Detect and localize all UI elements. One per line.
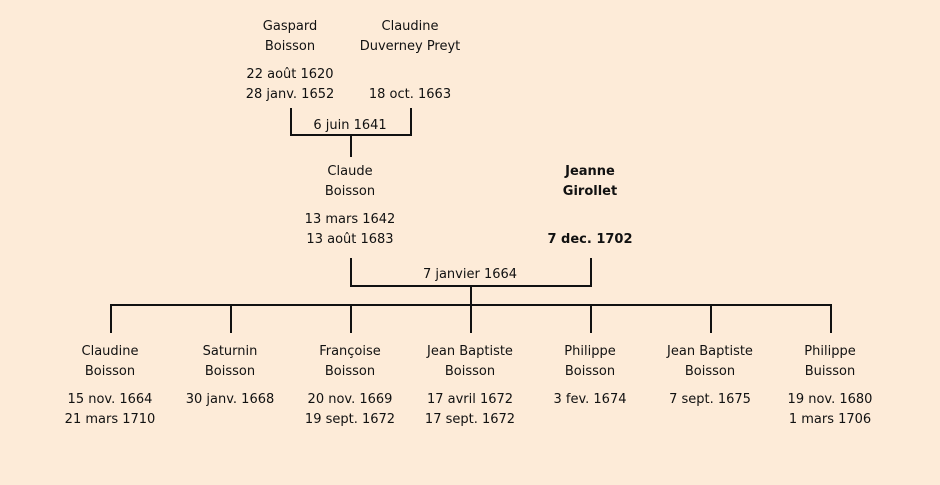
first-name: Philippe bbox=[804, 344, 856, 359]
marriage-bracket-left bbox=[350, 258, 352, 287]
person-claude-boisson[interactable]: Claude Boisson 13 mars 1642 13 août 1683 bbox=[280, 162, 420, 250]
birth-date: 3 fev. 1674 bbox=[553, 392, 627, 407]
last-name: Boisson bbox=[684, 364, 736, 379]
child-drop-line bbox=[590, 304, 592, 333]
marriage-bracket-right bbox=[410, 108, 412, 136]
death-date: 21 mars 1710 bbox=[64, 412, 156, 427]
person-child[interactable]: Philippe Buisson 19 nov. 1680 1 mars 170… bbox=[760, 342, 900, 430]
birth-date: 30 janv. 1668 bbox=[185, 392, 275, 407]
last-name: Boisson bbox=[84, 364, 136, 379]
death-date: 17 sept. 1672 bbox=[424, 412, 516, 427]
first-name: Claude bbox=[327, 164, 373, 179]
person-jeanne-girollet[interactable]: Jeanne Girollet 7 dec. 1702 bbox=[520, 162, 660, 250]
death-date: 7 dec. 1702 bbox=[547, 232, 633, 247]
person-child[interactable]: Philippe Boisson 3 fev. 1674 bbox=[520, 342, 660, 430]
child-drop-line bbox=[830, 304, 832, 333]
last-name: Boisson bbox=[324, 184, 376, 199]
last-name: Buisson bbox=[804, 364, 856, 379]
death-date: 19 sept. 1672 bbox=[304, 412, 396, 427]
descent-line-claude bbox=[350, 136, 352, 157]
person-claudine-duverney-preyt[interactable]: Claudine Duverney Preyt 18 oct. 1663 bbox=[340, 17, 480, 105]
person-child[interactable]: Saturnin Boisson 30 janv. 1668 bbox=[160, 342, 300, 430]
first-name: Philippe bbox=[564, 344, 616, 359]
first-name: Claudine bbox=[381, 19, 439, 34]
first-name: Jean Baptiste bbox=[427, 344, 513, 359]
marriage-bracket-left bbox=[290, 108, 292, 136]
marriage-bracket-bottom bbox=[350, 285, 592, 287]
last-name: Boisson bbox=[204, 364, 256, 379]
person-child[interactable]: Jean Baptiste Boisson 17 avril 1672 17 s… bbox=[400, 342, 540, 430]
child-drop-line bbox=[710, 304, 712, 333]
death-date: 13 août 1683 bbox=[306, 232, 394, 247]
marriage-bracket-bottom bbox=[290, 134, 412, 136]
first-name: Claudine bbox=[81, 344, 139, 359]
birth-date: 20 nov. 1669 bbox=[307, 392, 393, 407]
person-gaspard-boisson[interactable]: Gaspard Boisson 22 août 1620 28 janv. 16… bbox=[220, 17, 360, 105]
last-name: Boisson bbox=[264, 39, 316, 54]
marriage-date-gaspard-claudine: 6 juin 1641 bbox=[313, 118, 387, 133]
person-child[interactable]: Claudine Boisson 15 nov. 1664 21 mars 17… bbox=[40, 342, 180, 430]
child-drop-line bbox=[110, 304, 112, 333]
person-child[interactable]: Jean Baptiste Boisson 7 sept. 1675 bbox=[640, 342, 780, 430]
first-name: Jean Baptiste bbox=[667, 344, 753, 359]
death-date: 18 oct. 1663 bbox=[368, 87, 452, 102]
birth-date bbox=[520, 210, 660, 230]
child-drop-line bbox=[470, 304, 472, 333]
birth-date: 7 sept. 1675 bbox=[669, 392, 751, 407]
last-name: Boisson bbox=[324, 364, 376, 379]
death-date bbox=[640, 410, 780, 430]
person-child[interactable]: Françoise Boisson 20 nov. 1669 19 sept. … bbox=[280, 342, 420, 430]
first-name: Gaspard bbox=[262, 19, 318, 34]
child-drop-line bbox=[230, 304, 232, 333]
first-name: Françoise bbox=[319, 344, 381, 359]
death-date bbox=[160, 410, 300, 430]
first-name: Jeanne bbox=[565, 164, 615, 179]
birth-date: 22 août 1620 bbox=[246, 67, 334, 82]
birth-date: 19 nov. 1680 bbox=[787, 392, 873, 407]
birth-date: 13 mars 1642 bbox=[304, 212, 396, 227]
death-date bbox=[520, 410, 660, 430]
child-drop-line bbox=[350, 304, 352, 333]
marriage-bracket-right bbox=[590, 258, 592, 287]
first-name: Saturnin bbox=[202, 344, 258, 359]
death-date: 28 janv. 1652 bbox=[245, 87, 335, 102]
last-name: Duverney Preyt bbox=[359, 39, 461, 54]
last-name: Boisson bbox=[444, 364, 496, 379]
birth-date: 17 avril 1672 bbox=[426, 392, 514, 407]
last-name: Girollet bbox=[562, 184, 618, 199]
birth-date bbox=[340, 65, 480, 85]
descent-line-children bbox=[470, 287, 472, 306]
death-date: 1 mars 1706 bbox=[788, 412, 872, 427]
marriage-date-claude-jeanne: 7 janvier 1664 bbox=[422, 267, 518, 282]
birth-date: 15 nov. 1664 bbox=[67, 392, 153, 407]
last-name: Boisson bbox=[564, 364, 616, 379]
